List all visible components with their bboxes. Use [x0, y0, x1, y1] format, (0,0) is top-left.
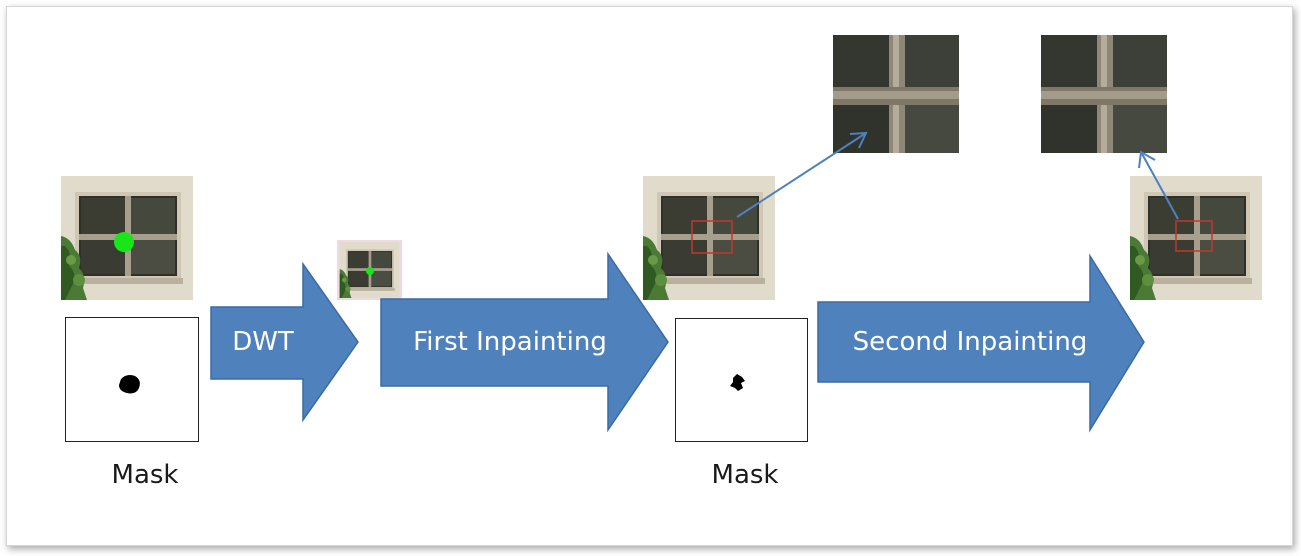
- mask-box-first: [65, 317, 199, 442]
- second-inpainting-arrow: [817, 253, 1145, 433]
- dwt-arrow: [210, 261, 359, 423]
- zoom-crop-second: [1041, 35, 1167, 153]
- final-result-image: [1130, 176, 1262, 300]
- zoom-connector-second: [1138, 150, 1179, 220]
- mask-caption-second: Mask: [711, 460, 779, 490]
- input-image: [61, 176, 193, 300]
- first-inpainting-label: First Inpainting: [413, 327, 607, 357]
- mask-blob-icon: [119, 375, 140, 394]
- zoom-crop-first: [833, 35, 959, 153]
- region-box: [1175, 220, 1213, 252]
- mask-blob-icon: [730, 374, 745, 391]
- dwt-label: DWT: [232, 327, 294, 357]
- zoom-connector-first: [736, 131, 868, 218]
- first-result-image: [643, 176, 775, 300]
- region-box: [691, 220, 733, 254]
- first-inpainting-arrow: [380, 251, 669, 433]
- downsampled-image: [337, 240, 402, 300]
- second-inpainting-label: Second Inpainting: [852, 327, 1088, 357]
- mask-caption-first: Mask: [111, 460, 179, 490]
- mask-box-second: [675, 318, 808, 442]
- damage-marker: [114, 232, 134, 252]
